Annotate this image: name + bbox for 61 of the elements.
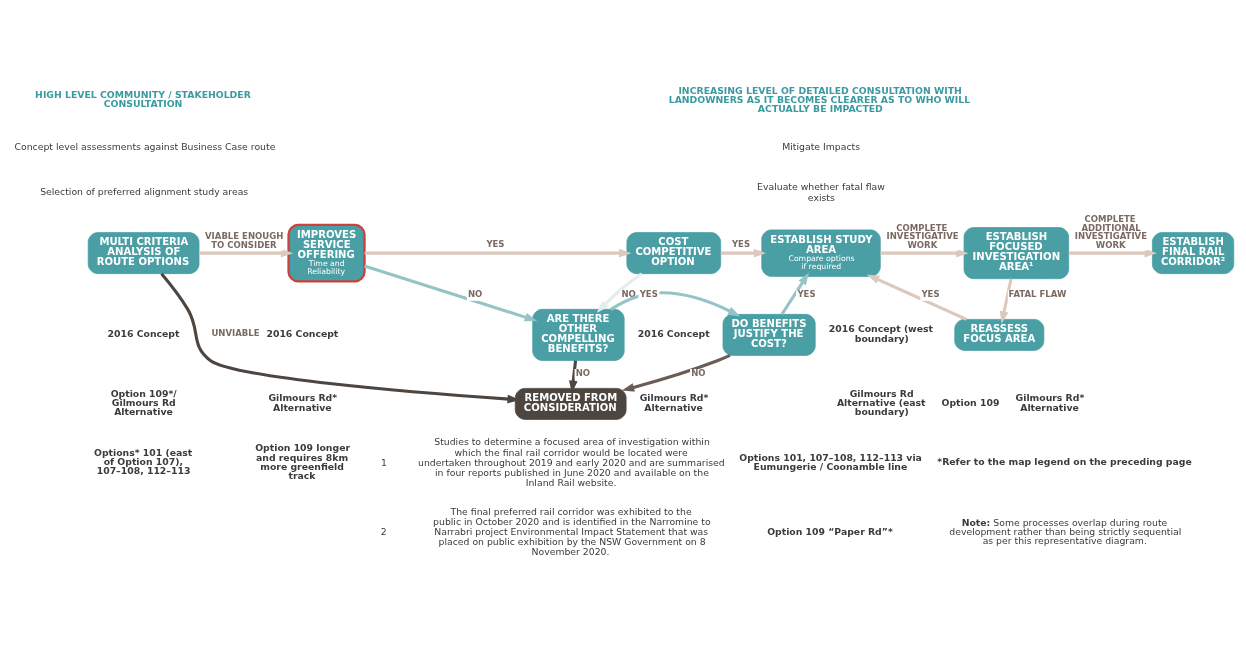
arrow <box>999 278 1013 324</box>
node-box: ESTABLISH STUDY AREA Compare options if required <box>761 229 881 277</box>
edge-label: YES <box>921 288 940 299</box>
arrow <box>780 272 809 316</box>
edge-label: NO <box>575 367 591 378</box>
node-box: MULTI CRITERIA ANALYSIS OF ROUTE OPTIONS <box>87 232 200 275</box>
label: INCREASING LEVEL OF DETAILED CONSULTATION WITH LANDOWNERS AS IT BECOMES CLEARER AS TO WHO WILL ACTUALLY BE IMPACTED <box>668 84 971 115</box>
edge-label: COMPLETE ADDITIONAL INVESTIGATIVE WORK <box>1074 213 1147 250</box>
label: Mitigate Impacts <box>782 140 861 152</box>
label: Gilmours Rd Alternative (east boundary) <box>836 387 926 418</box>
arrow <box>880 248 969 258</box>
label: 2016 Concept <box>637 327 710 339</box>
label: Concept level assessments against Business Case route <box>14 140 276 152</box>
edge-label: FATAL FLAW <box>1008 288 1067 299</box>
label: The final preferred rail corridor was exhibited to the public in October 2020 and is identified in the Narromine to Narrabri project Environmental Impact Statement that was placed on public exhibition by the NSW Government on 8 November 2020. <box>433 506 711 558</box>
node-box: ESTABLISH FINAL RAIL CORRIDOR² <box>1152 232 1235 275</box>
label: Evaluate whether fatal flaw exists <box>757 181 885 203</box>
arrow <box>364 248 632 258</box>
label: 1 <box>380 456 387 468</box>
edge-label: YES <box>486 238 505 249</box>
label: HIGH LEVEL COMMUNITY / STAKEHOLDER CONSULTATION <box>35 89 251 110</box>
label: Option 109 longer and requires 8km more greenfield track <box>255 442 351 482</box>
label: Gilmours Rd* Alternative <box>1015 392 1085 413</box>
label: Gilmours Rd* Alternative <box>639 392 709 413</box>
edge-label: NO <box>691 367 706 378</box>
edge-label: UNVIABLE <box>211 328 260 339</box>
edge-label: YES <box>797 288 816 299</box>
label: Option 109 “Paper Rd”* <box>767 525 893 537</box>
label: Note: Some processes overlap during route development rather than being strictly sequential as per this representative diagram. <box>949 516 1182 547</box>
edge-label: COMPLETE INVESTIGATIVE WORK <box>886 222 959 250</box>
arrow <box>364 264 538 322</box>
arrow <box>866 274 968 321</box>
node-box: ARE THERE OTHER COMPELLING BENEFITS? <box>532 308 625 361</box>
edge-label: YES <box>639 288 658 299</box>
label: 2016 Concept <box>266 327 339 339</box>
edge-label: NO <box>621 288 636 299</box>
label: Studies to determine a focused area of investigation within which the final rail corridor would be located were undertaken throughout 2019 and early 2020 and are summarised in four reports published in June 2020 and available on the Inland Rail website. <box>417 436 725 488</box>
edge-label: NO <box>467 288 483 299</box>
label: Selection of preferred alignment study areas <box>40 186 249 198</box>
node-box: COST COMPETITIVE OPTION <box>626 232 722 275</box>
label: Option 109*/ Gilmours Rd Alternative <box>110 387 177 418</box>
label: 2 <box>380 526 387 538</box>
label: Gilmours Rd* Alternative <box>268 392 338 413</box>
label: Options 101, 107–108, 112–113 via Eumungerie / Coonamble line <box>739 451 922 472</box>
arrow <box>596 272 643 313</box>
label: Option 109 <box>941 396 1000 408</box>
arrow <box>621 354 731 392</box>
node-box: REASSESS FOCUS AREA <box>954 319 1045 351</box>
edge-label: VIABLE ENOUGH TO CONSIDER <box>205 231 284 250</box>
label: 2016 Concept <box>107 327 180 339</box>
node-box: DO BENEFITS JUSTIFY THE COST? <box>722 313 816 356</box>
node-box: ESTABLISH FOCUSED INVESTIGATION AREA¹ <box>963 227 1070 280</box>
node-box: IMPROVES SERVICE OFFERING Time and Reliability <box>287 223 366 283</box>
label: *Refer to the map legend on the preceding page <box>937 455 1192 467</box>
node-box: REMOVED FROM CONSIDERATION <box>514 388 627 420</box>
edge-label: YES <box>731 238 751 249</box>
arrow <box>1068 248 1157 258</box>
arrow <box>199 248 294 258</box>
label: 2016 Concept (west boundary) <box>828 323 933 344</box>
arrow <box>720 248 767 258</box>
label: Options* 101 (east of Option 107), 107–108, 112–113 <box>94 446 193 477</box>
